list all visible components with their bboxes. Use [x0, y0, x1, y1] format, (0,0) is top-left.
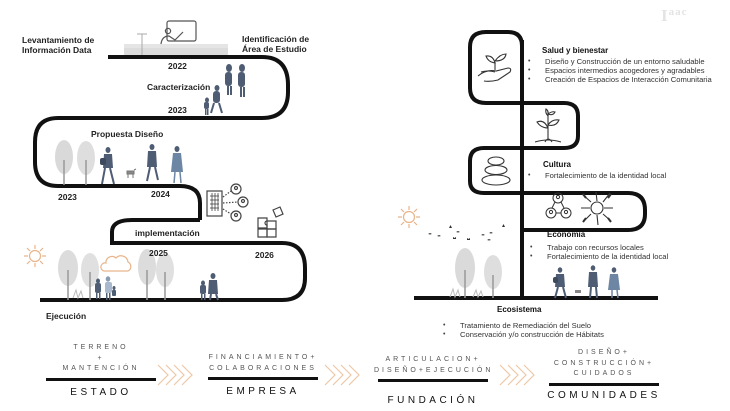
sun-icon-right	[398, 206, 420, 228]
year-label: 2026	[255, 250, 274, 260]
year-label: 2025	[149, 248, 168, 258]
year-label: 2023	[168, 105, 187, 115]
year-label: 2023	[58, 192, 77, 202]
people-figures-economia	[553, 265, 620, 299]
birds-flock	[428, 224, 505, 241]
list-item: Tratamiento de Remediación del Suelo	[443, 321, 604, 330]
stage-empresa: FINANCIAMIENTO+ COLABORACIONES EMPRESA	[207, 353, 319, 397]
milestone-propuesta: Propuesta Diseño	[91, 129, 164, 139]
left-timeline-path	[33, 55, 307, 302]
stage-divider	[378, 379, 488, 382]
section-title-economia: Economía	[547, 230, 586, 239]
hand-plant-icon	[477, 53, 512, 82]
section-list-ecosistema: Tratamiento de Remediación del Suelo Con…	[443, 321, 604, 340]
section-title-salud: Salud y bienestar	[542, 46, 609, 55]
milestone-identificacion: Identificación de Área de Estudio	[242, 34, 310, 54]
year-label: 2024	[151, 189, 170, 199]
united-hands-icon	[581, 191, 613, 226]
trees-ejecucion	[58, 249, 174, 300]
milestone-caracterizacion: Caracterización	[147, 82, 211, 92]
stage-divider	[46, 377, 156, 381]
stage-estado: TERRENO + MANTENCIÓN ESTADO	[45, 343, 157, 398]
iaac-logo: Iaac	[661, 6, 688, 25]
right-tree-path	[414, 30, 658, 300]
trees-propuesta	[55, 140, 95, 185]
year-label: 2022	[168, 61, 187, 71]
section-list-economia: Trabajo con recursos locales Fortalecimi…	[530, 243, 668, 262]
list-item: Diseño y Construcción de un entorno salu…	[528, 57, 712, 66]
stage-actor: ESTADO	[70, 386, 132, 398]
stage-description: TERRENO + MANTENCIÓN	[62, 344, 140, 372]
stage-divider	[208, 377, 318, 380]
cloud-icon	[100, 255, 132, 272]
stage-divider	[549, 382, 659, 386]
section-list-salud: Diseño y Construcción de un entorno salu…	[528, 57, 712, 85]
sprout-icon	[534, 108, 562, 143]
stage-actor: FUNDACIÓN	[387, 395, 479, 406]
stage-actor: COMUNIDADES	[547, 389, 661, 401]
list-item: Fortalecimiento de la identidad local	[528, 171, 666, 180]
sun-icon-left	[24, 245, 46, 267]
trees-ecosistema	[449, 248, 502, 299]
chevron-arrow-3	[499, 364, 535, 386]
chevron-arrow-1	[157, 364, 193, 386]
people-figures-propuesta	[100, 144, 183, 185]
list-item: Fortalecimiento de la identidad local	[530, 252, 668, 261]
milestone-levantamiento: Levantamiento de Información Data	[22, 35, 95, 55]
section-title-ecosistema: Ecosistema	[497, 305, 542, 314]
people-figures-caracterizacion	[204, 64, 245, 115]
stage-fundacion: ARTICULACION+ DISEÑO+EJECUCIÓN FUNDACIÓN	[374, 355, 492, 406]
milestone-implementacion: implementación	[135, 228, 200, 238]
people-figures-ejecucion	[95, 273, 219, 301]
community-network-icon	[545, 192, 572, 219]
stage-description: FINANCIAMIENTO+ COLABORACIONES	[208, 354, 318, 372]
stacked-stones-icon	[481, 156, 511, 186]
list-item: Conservación y/o construcción de Hábitat…	[443, 330, 604, 339]
puzzle-icon	[257, 206, 284, 238]
stage-description: DISEÑO+ CONSTRUCCIÓN+ CUIDADOS	[553, 349, 655, 377]
section-list-cultura: Fortalecimiento de la identidad local	[528, 171, 666, 180]
list-item: Trabajo con recursos locales	[530, 243, 668, 252]
organization-network-icon	[206, 183, 249, 222]
milestone-ejecucion: Ejecución	[46, 311, 87, 321]
list-item: Espacios intermedios acogedores y agrada…	[528, 66, 712, 75]
section-title-cultura: Cultura	[543, 160, 571, 169]
list-item: Creación de Espacios de Interacción Comu…	[528, 75, 712, 84]
chevron-arrow-2	[324, 364, 360, 386]
stage-actor: EMPRESA	[226, 386, 300, 397]
landscape-strip	[124, 33, 228, 55]
stage-comunidades: DISEÑO+ CONSTRUCCIÓN+ CUIDADOS COMUNIDAD…	[546, 348, 662, 401]
presentation-icon	[160, 20, 197, 45]
stage-description: ARTICULACION+ DISEÑO+EJECUCIÓN	[374, 356, 494, 374]
